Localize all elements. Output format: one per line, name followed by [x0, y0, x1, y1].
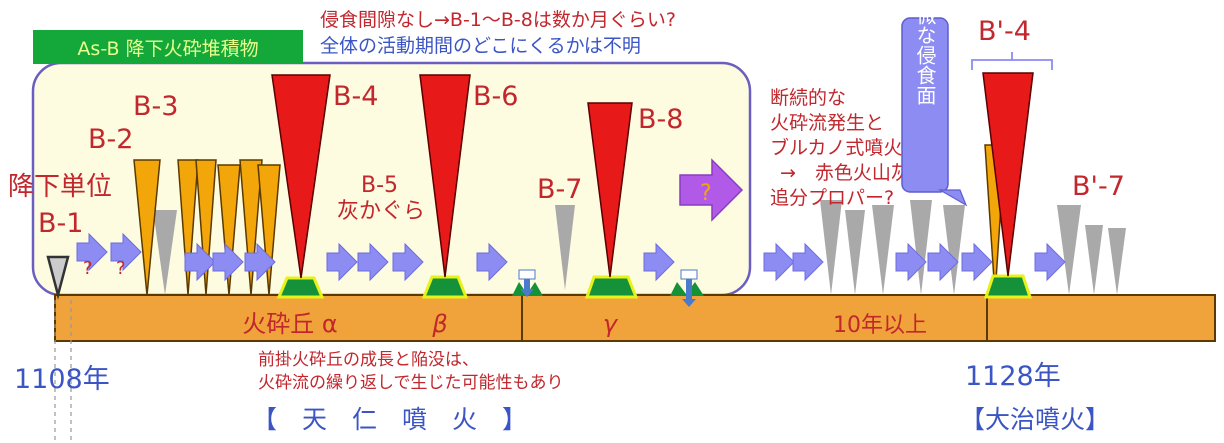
green-vents: [276, 269, 1033, 307]
year-end: 1128年: [965, 361, 1061, 392]
erosion-callout: [901, 17, 968, 207]
label-b4: B-4: [333, 81, 378, 112]
orange-cones: [133, 144, 1006, 296]
question-mark-2: ?: [116, 258, 126, 279]
label-unit: 降下単位: [8, 172, 112, 202]
note-right-2: 火砕流発生と: [770, 112, 884, 134]
label-b8: B-8: [638, 104, 683, 135]
cone-note-2: 火砕流の繰り返しで生じた可能性もあり: [258, 373, 564, 393]
note-top-1: 侵食間隙なし→B-1～B-8は数か月ぐらい?: [320, 9, 676, 31]
note-right-4: → 赤色火山灰: [780, 162, 910, 184]
year-start: 1108年: [14, 364, 110, 395]
strata-bar: [54, 294, 1216, 342]
label-b7: B-7: [537, 174, 582, 205]
label-b1: B-1: [38, 208, 83, 239]
note-right-5: 追分プロパー?: [770, 187, 894, 209]
red-cones: [271, 72, 1034, 279]
purple-arrow: [679, 158, 744, 222]
question-mark-1: ?: [83, 258, 93, 279]
note-top-2: 全体の活動期間のどこにくるかは不明: [320, 35, 641, 57]
purple-arrow-question: ?: [700, 181, 712, 206]
bar-label-gamma: γ: [603, 310, 619, 338]
label-b3: B-3: [133, 91, 178, 122]
eruption-tennin: 【 天 仁 噴 火 】: [252, 405, 527, 434]
eruption-daiji: 【大治噴火】: [960, 405, 1110, 434]
bar-label-beta: β: [431, 310, 447, 338]
label-b5-sub: 灰かぐら: [337, 199, 425, 224]
gray-cones: [46, 200, 1126, 300]
label-b5: B-5: [361, 173, 398, 198]
label-b6: B-6: [473, 81, 518, 112]
bar-label-alpha: 火砕丘 α: [242, 310, 337, 338]
label-bp7: B'-7: [1072, 171, 1125, 202]
label-bp4: B'-4: [978, 16, 1031, 47]
label-b2: B-2: [88, 124, 133, 155]
erosion-note: 軽微な侵食面: [913, 0, 937, 105]
cone-note-1: 前掛火砕丘の成長と陥没は、: [258, 350, 479, 370]
note-right-3: ブルカノ式噴火: [770, 136, 902, 159]
note-right-1: 断続的な: [770, 87, 846, 109]
title-box: [33, 30, 303, 64]
bar-label-ten-years: 10年以上: [833, 313, 927, 338]
title-box-label: As-B 降下火砕堆積物: [77, 38, 258, 60]
bp4-bracket: [971, 52, 1053, 70]
